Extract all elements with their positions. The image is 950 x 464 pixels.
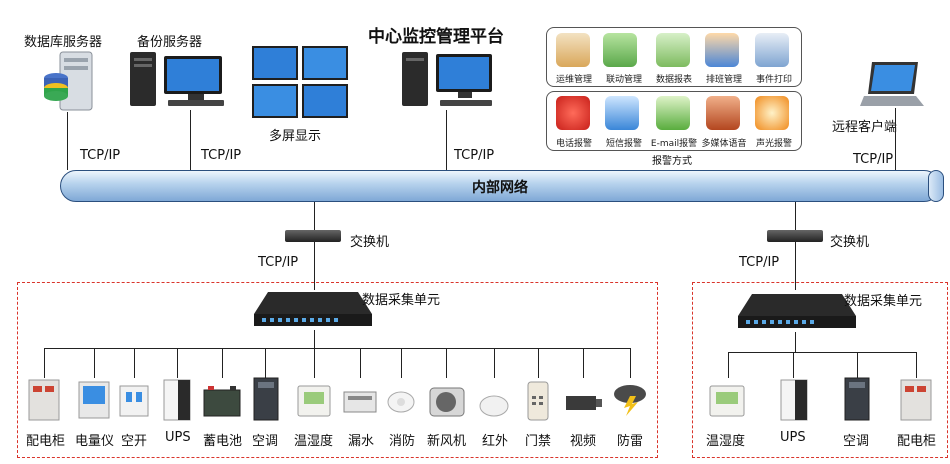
device-label: 红外 [482,434,509,449]
switch-label: 交换机 [350,235,390,250]
tools-icon [556,33,590,67]
collector-icon [254,292,372,326]
device-label: 防雷 [617,434,644,449]
multiscreen-icon [252,46,348,118]
left-collection-group [17,282,658,458]
device-label: 消防 [389,434,416,449]
speaker-alarm-icon [706,96,740,130]
infrared-icon [479,395,509,417]
function-label: 数据报表 [655,75,692,85]
tcpip-label: TCP/IP [258,255,299,270]
temp-humidity-icon [297,385,331,417]
device-label: 温湿度 [706,434,746,449]
device-label: 门禁 [525,434,552,449]
distribution-cabinet-icon [28,379,60,421]
network-label: 内部网络 [472,180,528,196]
schedule-icon [705,33,739,67]
alarm-label: 电话报警 [555,139,592,149]
tcpip-label: TCP/IP [739,255,780,270]
alarm-label: E-mail报警 [650,139,698,149]
battery-icon [203,386,241,417]
sms-alarm-icon [605,96,639,130]
database-server-icon [44,51,93,111]
linkage-icon [603,33,637,67]
central-workstation-icon [402,52,492,106]
internal-network-bus: 内部网络 [60,170,940,202]
tcpip-label: TCP/IP [80,148,121,163]
collector-label: 数据采集单元 [844,294,923,309]
ups-icon [163,379,191,421]
device-label: 配电柜 [897,434,937,449]
power-meter-icon [78,381,110,419]
distribution-cabinet-icon [900,379,932,421]
alarm-label: 多媒体语音 [701,139,747,149]
temp-humidity-icon [709,385,745,417]
alarm-label: 短信报警 [605,139,642,149]
alarm-caption: 报警方式 [652,156,692,167]
alarm-label: 声光报警 [755,139,792,149]
fresh-air-icon [429,387,465,417]
device-label: 电量仪 [75,434,115,449]
siren-alarm-icon [755,96,789,130]
collector-label: 数据采集单元 [362,293,441,308]
device-label: 空开 [121,434,148,449]
platform-title: 中心监控管理平台 [368,27,504,47]
backup-server-label: 备份服务器 [137,35,203,50]
access-control-icon [527,381,549,421]
phone-alarm-icon [556,96,590,130]
function-label: 运维管理 [555,75,592,85]
device-label: 空调 [843,434,870,449]
tcpip-label: TCP/IP [201,148,242,163]
device-label: 温湿度 [294,434,334,449]
right-collection-group [692,282,948,458]
function-label: 联动管理 [605,75,642,85]
device-label: 蓄电池 [203,434,243,449]
tcpip-label: TCP/IP [454,148,495,163]
camera-icon [566,396,602,410]
device-label: 配电柜 [26,434,66,449]
device-label: 视频 [570,434,597,449]
email-alarm-icon [656,96,690,130]
device-label: 空调 [252,434,279,449]
bus-end-cap [928,170,944,202]
backup-server-icon [130,52,224,106]
function-label: 事件打印 [755,75,792,85]
air-switch-icon [119,385,149,417]
collector-icon [738,294,856,328]
ups-icon [780,379,808,421]
lightning-icon [614,385,646,416]
switch-icon [767,230,823,242]
laptop-icon [860,62,924,106]
device-label: 新风机 [427,434,467,449]
function-label: 排班管理 [705,75,742,85]
smoke-detector-icon [387,391,415,413]
printer-icon [755,33,789,67]
report-icon [656,33,690,67]
water-leak-icon [343,391,377,413]
remote-client-label: 远程客户端 [832,120,898,135]
air-conditioner-icon [844,377,870,421]
tcpip-label: TCP/IP [853,152,894,167]
air-conditioner-icon [253,377,279,421]
multiscreen-label: 多屏显示 [269,129,322,144]
device-label: 漏水 [348,434,375,449]
device-label: UPS [780,430,806,445]
db-server-label: 数据库服务器 [24,35,103,50]
switch-label: 交换机 [830,235,870,250]
switch-icon [285,230,341,242]
device-label: UPS [165,430,191,445]
